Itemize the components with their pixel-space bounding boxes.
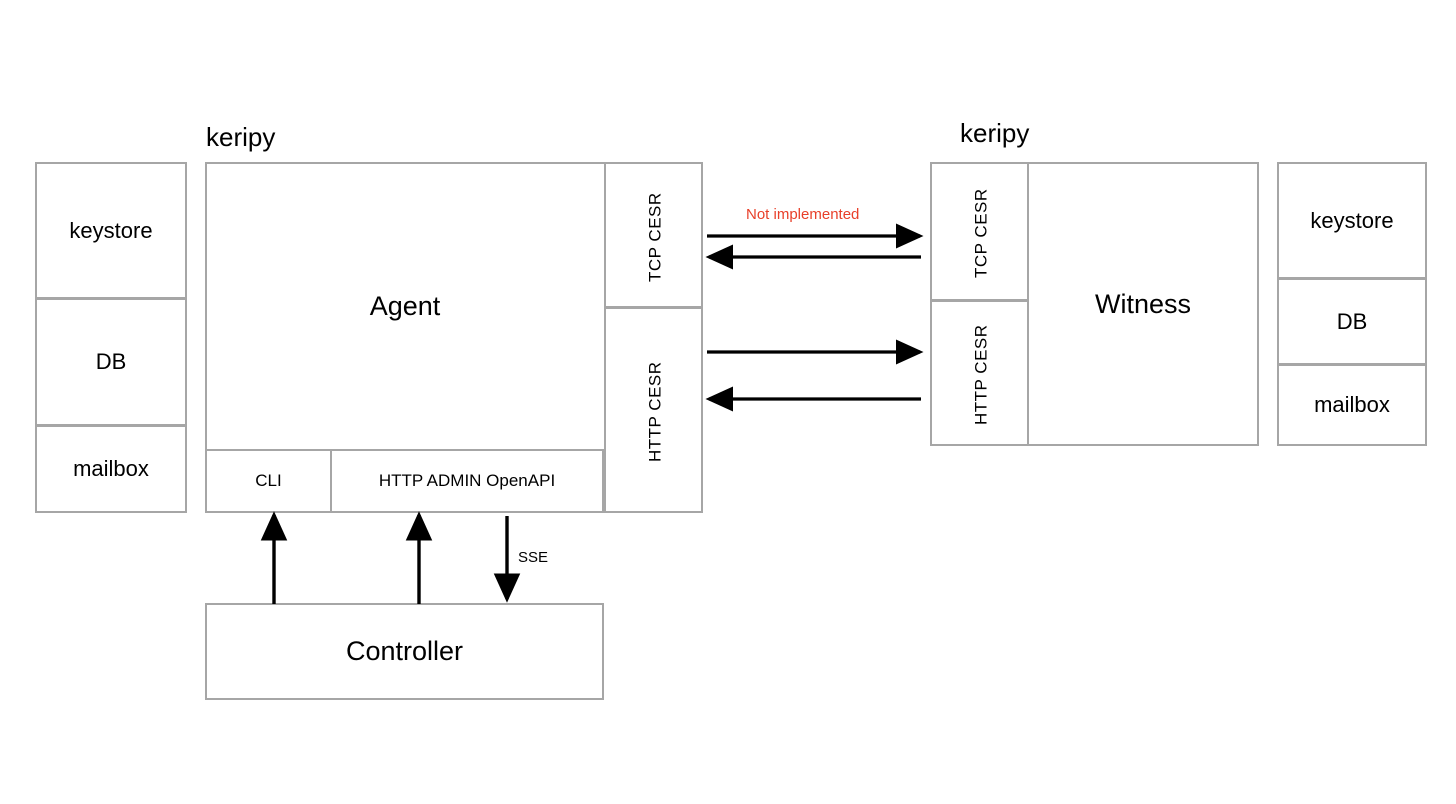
right-storage-db-label: DB [1336, 308, 1368, 334]
right-storage-mailbox-label: mailbox [1314, 392, 1390, 417]
controller-box: Controller [205, 603, 604, 700]
controller-connector-arrows [260, 511, 521, 604]
tcp-cesr-connector-arrows [705, 223, 924, 270]
left-storage-mailbox: mailbox [35, 425, 187, 513]
left-group-title: keripy [206, 122, 276, 152]
agent-box: Agent [207, 164, 603, 449]
right-storage-mailbox: mailbox [1277, 364, 1427, 446]
agent-port-tcp-cesr-label: TCP CESR [645, 192, 665, 282]
agent-interface-http-admin-openapi-label: HTTP ADMIN OpenAPI [378, 471, 556, 490]
left-storage-db: DB [35, 298, 187, 426]
witness-port-http-cesr: HTTP CESR [930, 300, 1029, 446]
right-storage-keystore-label: keystore [1310, 207, 1394, 233]
http-cesr-connector-arrows [705, 339, 924, 412]
witness-label: Witness [1094, 288, 1192, 319]
agent-interface-http-admin-openapi: HTTP ADMIN OpenAPI [330, 449, 604, 513]
agent-interface-cli-label: CLI [255, 471, 282, 490]
left-storage-db-label: DB [95, 349, 127, 374]
agent-label: Agent [369, 291, 441, 321]
not-implemented-annotation: Not implemented [746, 206, 860, 223]
witness-port-http-cesr-label: HTTP CESR [971, 324, 991, 426]
right-storage-db: DB [1277, 278, 1427, 365]
agent-port-http-cesr: HTTP CESR [604, 307, 703, 513]
witness-box: Witness [1029, 164, 1257, 444]
witness-port-tcp-cesr-label: TCP CESR [971, 188, 991, 279]
agent-interface-cli: CLI [205, 449, 332, 513]
right-storage-keystore: keystore [1277, 162, 1427, 279]
left-storage-keystore-label: keystore [69, 217, 153, 243]
left-storage-keystore: keystore [35, 162, 187, 299]
sse-annotation: SSE [518, 549, 549, 566]
witness-port-tcp-cesr: TCP CESR [930, 162, 1029, 301]
agent-port-tcp-cesr: TCP CESR [604, 162, 703, 308]
left-storage-mailbox-label: mailbox [73, 456, 149, 481]
agent-port-http-cesr-label: HTTP CESR [645, 361, 665, 463]
controller-label: Controller [345, 636, 464, 666]
right-group-title: keripy [960, 118, 1030, 148]
